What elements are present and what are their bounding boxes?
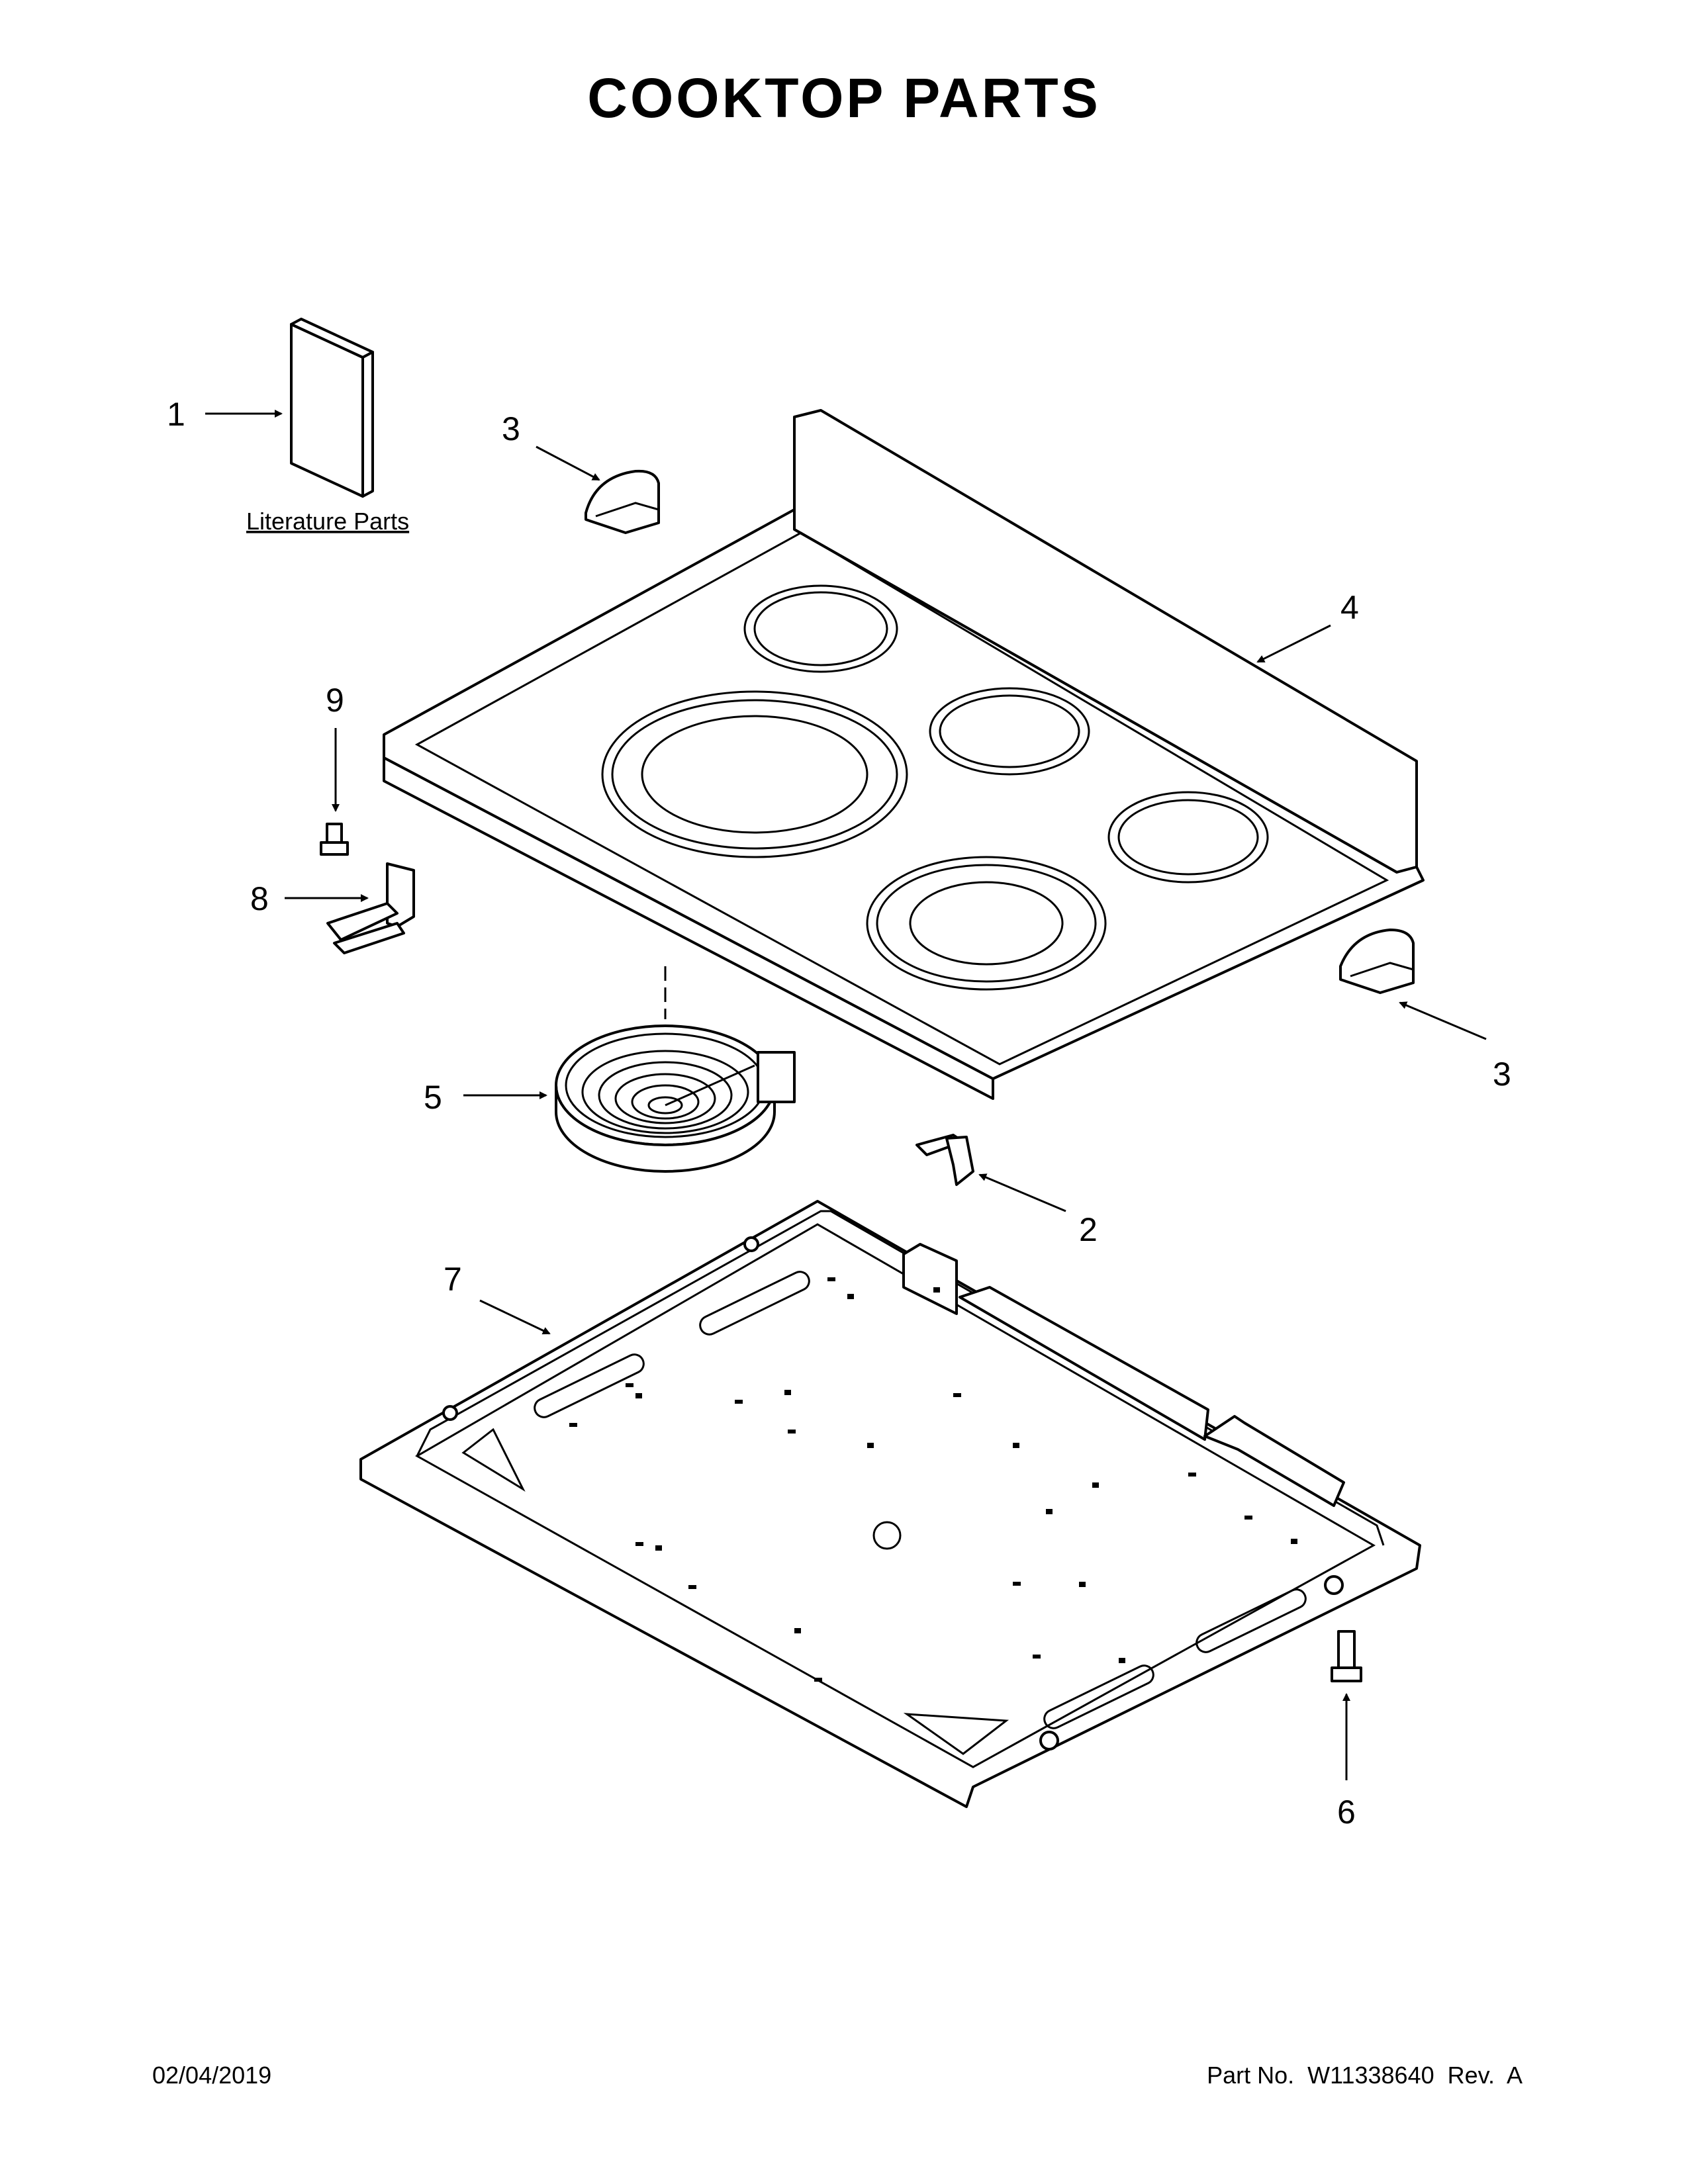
- footer-part-number: Part No. W11338640 Rev. A: [1207, 2062, 1523, 2089]
- literature-parts-label: Literature Parts: [246, 508, 409, 535]
- callout-5: 5: [424, 1079, 442, 1116]
- burner-front-left-outer: [601, 690, 908, 858]
- burner-rear-left-inner: [753, 591, 888, 666]
- burner-front-right-inner: [909, 881, 1064, 966]
- footer-date: 02/04/2019: [152, 2062, 272, 2089]
- literature-parts-booklet: [290, 318, 374, 498]
- cooktop-bracket: [326, 862, 415, 954]
- callout-6: 6: [1337, 1794, 1356, 1831]
- page-title: COOKTOP PARTS: [587, 67, 1101, 129]
- callout-4-leader: [1256, 624, 1331, 663]
- cooktop-support-pan: [359, 1200, 1421, 1808]
- glass-bumper-upper: [585, 469, 660, 534]
- screw-lower: [1331, 1630, 1362, 1682]
- callout-7: 7: [444, 1261, 462, 1298]
- callout-1: 1: [167, 396, 185, 433]
- burner-rear-right-outer: [1107, 791, 1269, 884]
- callout-4: 4: [1340, 589, 1359, 626]
- burner-rear-left-outer: [743, 584, 898, 673]
- callout-3-upper: 3: [502, 410, 520, 447]
- callout-3a-leader: [536, 445, 600, 481]
- glass-bumper-lower: [1339, 929, 1415, 994]
- callout-8: 8: [250, 880, 269, 917]
- callout-3b-leader: [1399, 1001, 1487, 1040]
- callout-7-leader: [479, 1299, 551, 1335]
- element-clip: [915, 1134, 974, 1186]
- burner-front-right-outer: [866, 856, 1107, 991]
- callout-9: 9: [326, 682, 344, 719]
- burner-front-left-inner: [641, 715, 868, 834]
- cooktop-glass: [383, 409, 1425, 1100]
- callout-2: 2: [1079, 1211, 1098, 1248]
- screw-upper: [320, 823, 349, 856]
- callout-2-leader: [978, 1173, 1066, 1212]
- radiant-surface-element: [555, 966, 796, 1173]
- callout-3-lower: 3: [1493, 1056, 1511, 1093]
- burner-center-outer: [929, 687, 1090, 776]
